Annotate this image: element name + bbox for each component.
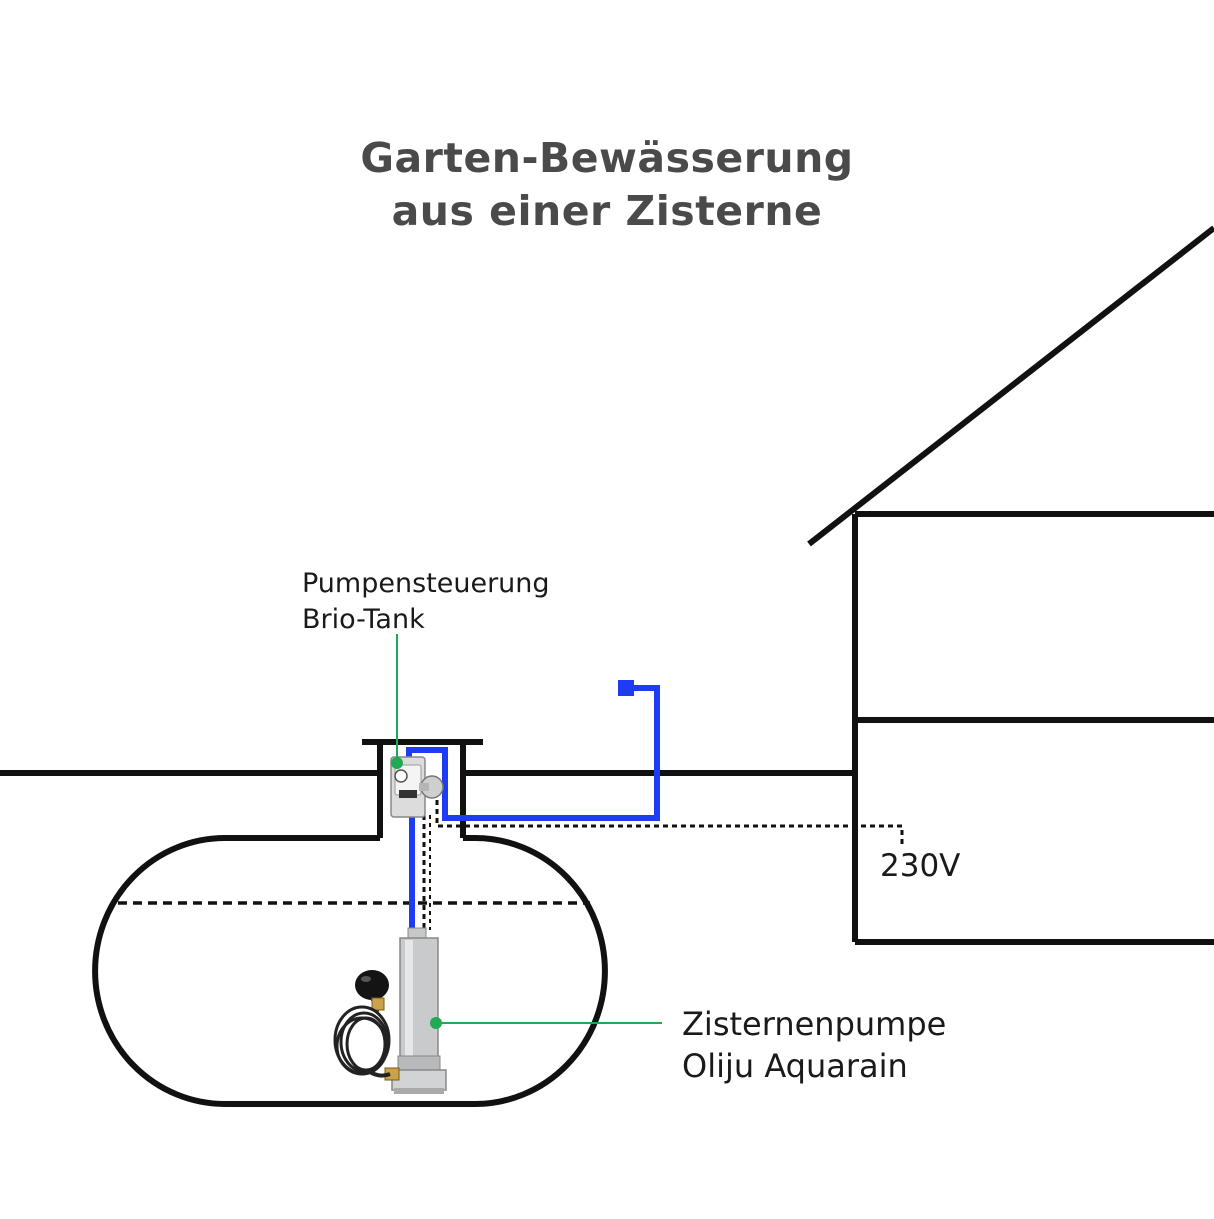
float-switch-icon [333,970,391,1078]
house-roof [807,225,1214,547]
water-pipe [406,685,660,930]
cistern-tank [92,739,608,1107]
pump-label: Zisternenpumpe Oliju Aquarain [682,1003,946,1087]
water-tap-icon[interactable] [618,680,634,696]
house [807,225,1214,945]
title-line-1: Garten-Bewässerung [360,134,854,182]
title-line-2: aus einer Zisterne [391,187,823,235]
pump-label-line-1: Zisternenpumpe [682,1005,947,1043]
diagram-title: Garten-Bewässerung aus einer Zisterne [0,132,1214,238]
pump-controller-icon[interactable] [390,756,444,818]
voltage-label: 230V [880,848,961,884]
power-cable [435,800,904,848]
cistern-pump-icon[interactable] [384,927,447,1094]
controller-label-line-2: Brio-Tank [302,604,425,635]
pump-label-line-2: Oliju Aquarain [682,1047,908,1085]
controller-label-line-1: Pumpensteuerung [302,568,550,599]
controller-label: Pumpensteuerung Brio-Tank [302,566,550,638]
